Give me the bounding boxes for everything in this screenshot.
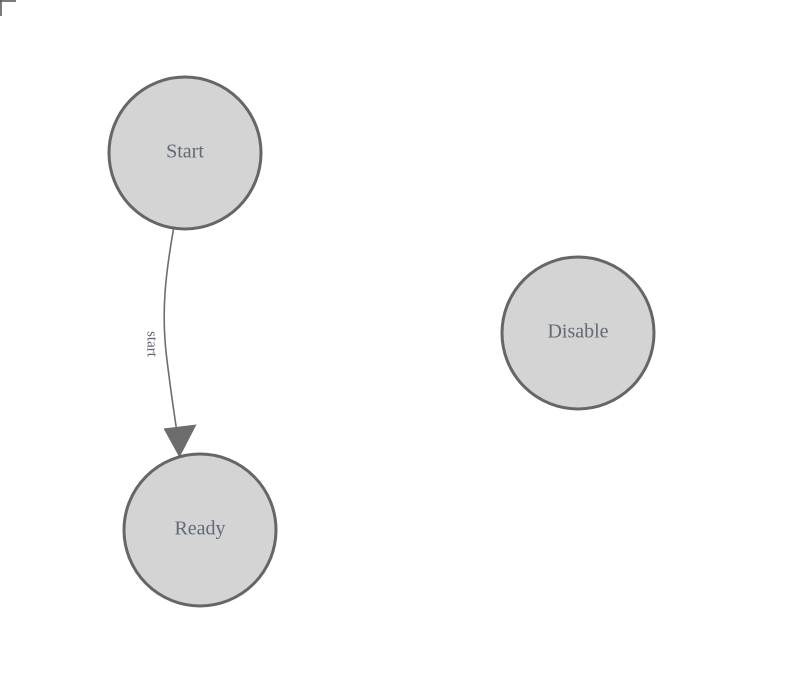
edge-start-to-ready[interactable]: start	[144, 228, 197, 458]
node-disable-label: Disable	[547, 321, 608, 343]
node-disable[interactable]: Disable	[500, 255, 656, 411]
node-ready-circle[interactable]	[122, 452, 278, 608]
edge-arrowhead-icon	[163, 424, 197, 458]
node-ready[interactable]: Ready	[122, 452, 278, 608]
top-left-corner-mark	[0, 0, 16, 16]
node-disable-circle[interactable]	[500, 255, 656, 411]
node-start-label: Start	[166, 141, 204, 163]
edge-label-start: start	[144, 331, 160, 358]
node-ready-label: Ready	[174, 518, 225, 540]
node-start-circle[interactable]	[107, 75, 263, 231]
edge-label-group: start	[144, 331, 160, 358]
node-start[interactable]: Start	[107, 75, 263, 231]
edge-line	[163, 228, 180, 444]
